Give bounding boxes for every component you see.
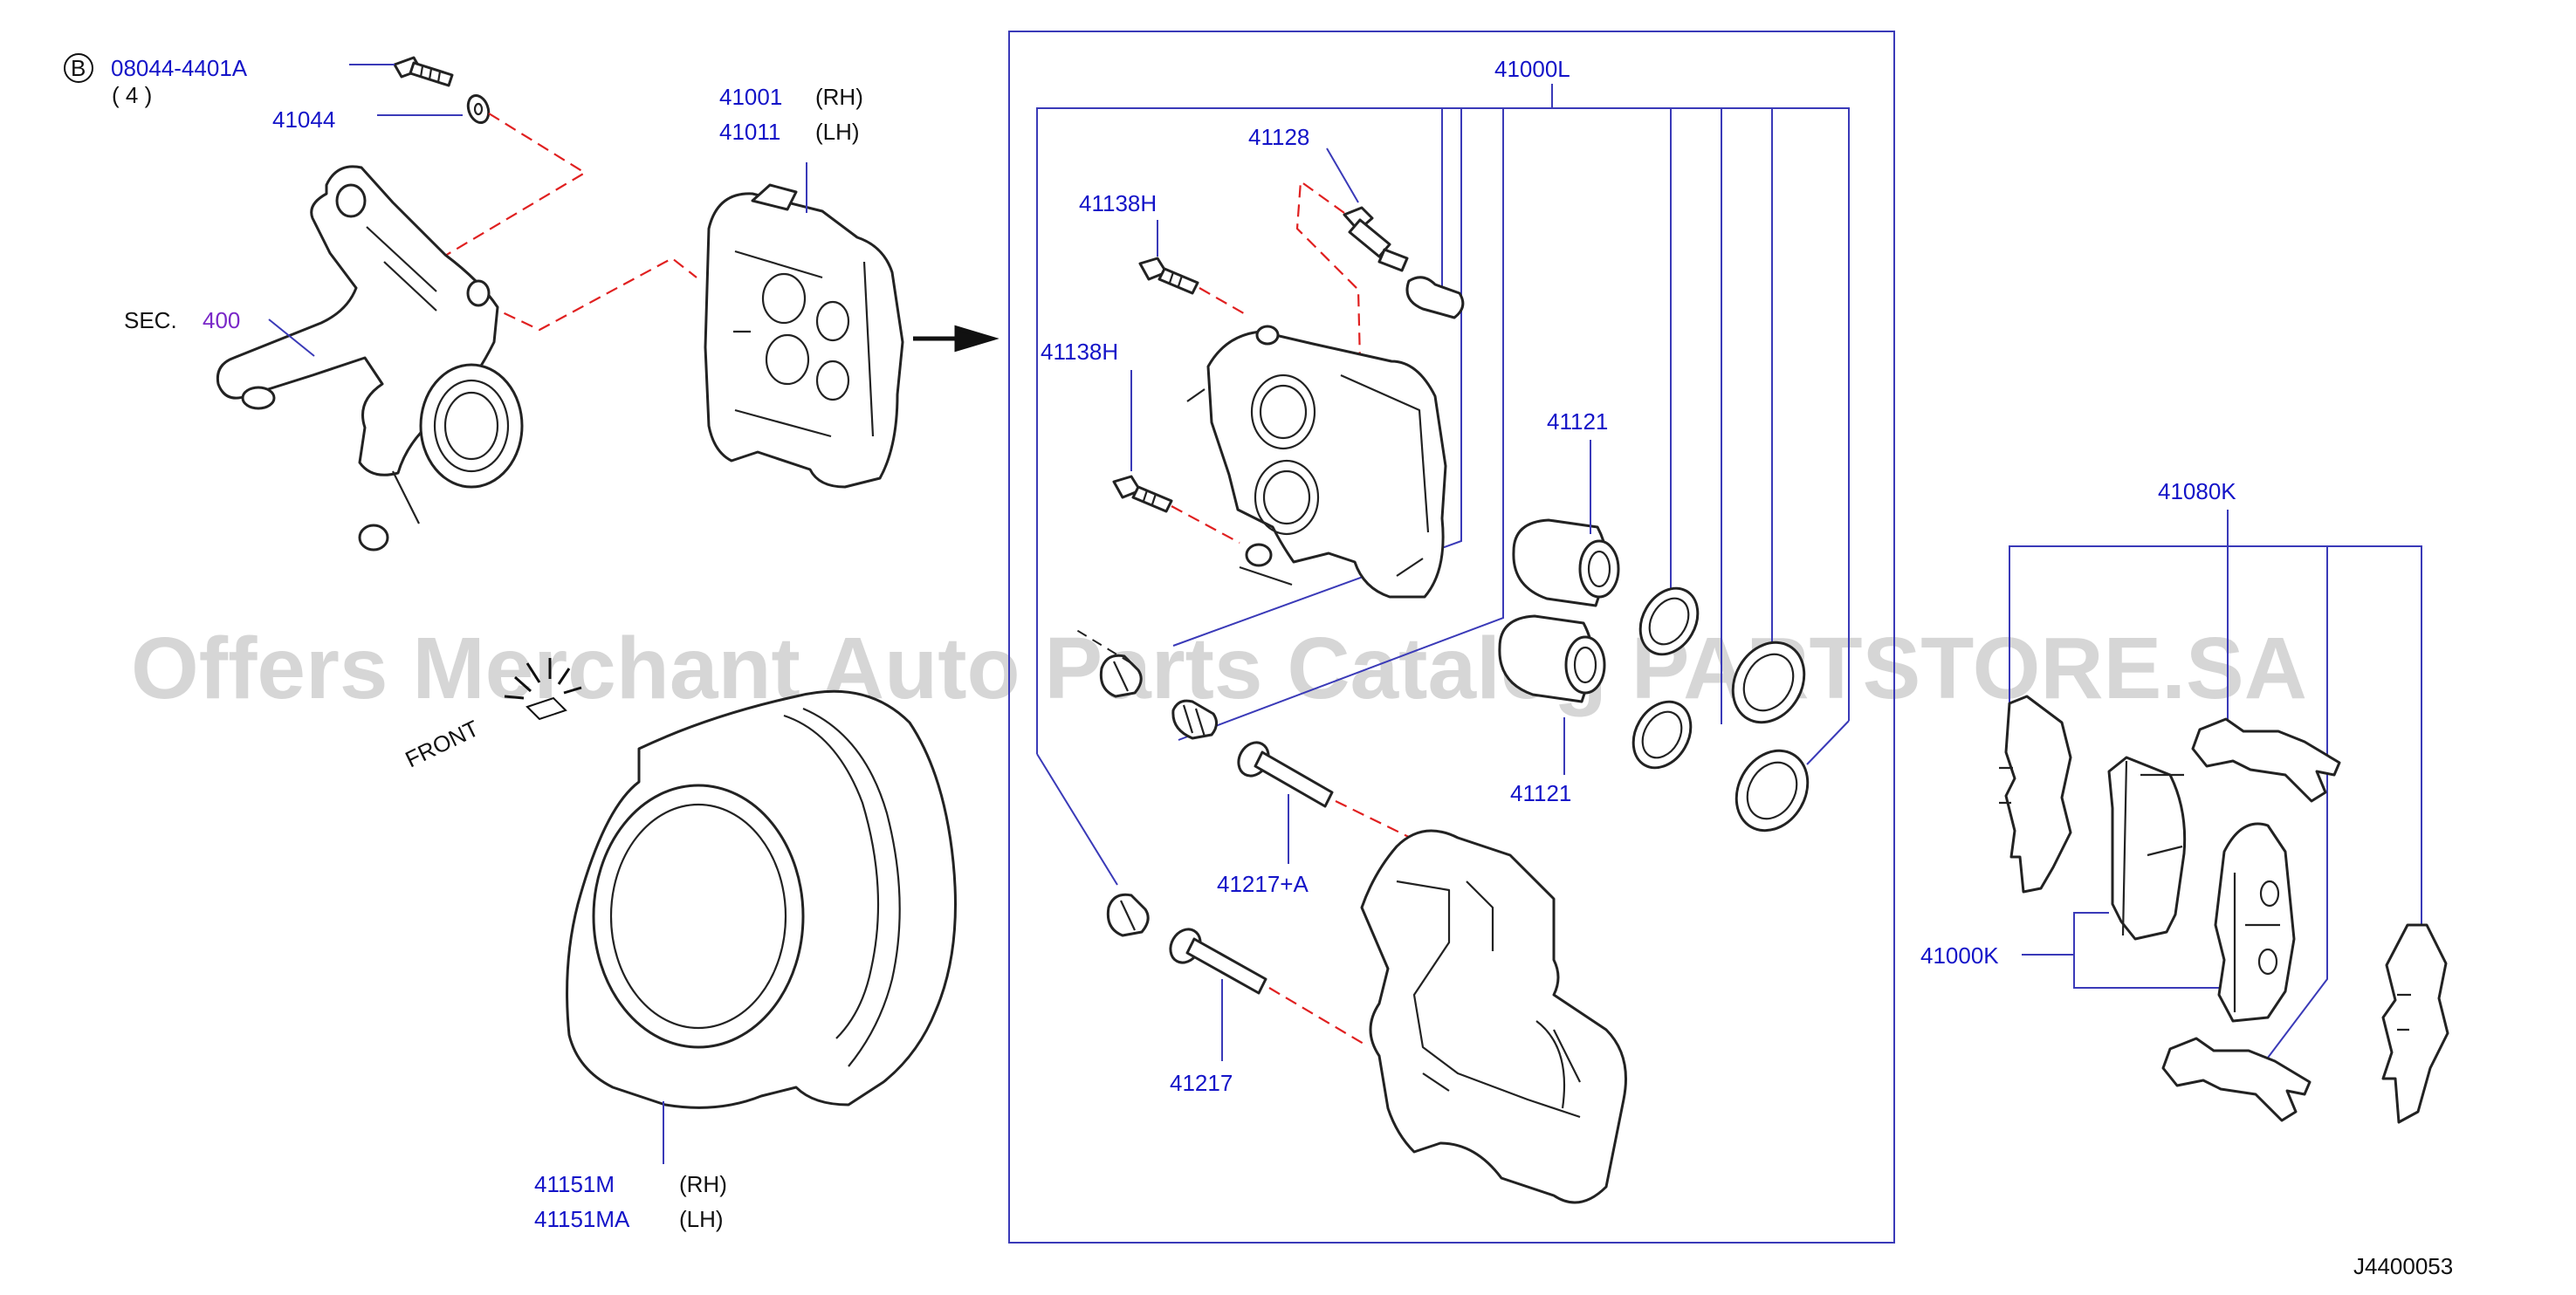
pin-boot-lower[interactable]: [1106, 893, 1150, 937]
piston-seal-lower[interactable]: [1622, 691, 1702, 778]
label-41128[interactable]: 41128: [1248, 124, 1309, 150]
pad-clip-lower[interactable]: [2161, 1037, 2312, 1122]
label-41151ma-side: (LH): [679, 1206, 724, 1232]
caliper-body[interactable]: [1186, 325, 1447, 599]
label-41151ma[interactable]: 41151MA: [534, 1206, 630, 1232]
pad-clip-upper[interactable]: [2191, 717, 2341, 803]
piston-boot-upper[interactable]: [1719, 629, 1818, 735]
diagram-code: J4400053: [2353, 1253, 2453, 1279]
brake-pad-outer[interactable]: [2214, 822, 2296, 1023]
pin-boot-upper[interactable]: [1099, 654, 1143, 698]
pad-kit-leader: [2022, 912, 2226, 989]
label-41217a[interactable]: 41217+A: [1217, 871, 1309, 897]
hardware-kit-leader: [2009, 510, 2422, 1059]
exploded-view-frame: [1008, 31, 1895, 1244]
label-sec: SEC.: [124, 307, 177, 333]
label-41011[interactable]: 41011: [719, 119, 780, 145]
torque-badge-icon: [64, 53, 93, 83]
label-41151m[interactable]: 41151M: [534, 1171, 615, 1197]
label-41138h-upper[interactable]: 41138H: [1079, 190, 1157, 216]
label-41000l[interactable]: 41000L: [1494, 56, 1570, 82]
piston-seal-upper[interactable]: [1629, 578, 1709, 664]
bleeder-cap[interactable]: [1405, 276, 1465, 319]
bleeder-screw-41128[interactable]: [1343, 206, 1409, 272]
label-41121-lower[interactable]: 41121: [1510, 780, 1571, 806]
pad-shim-inner[interactable]: [1999, 695, 2072, 894]
caliper-bolt-lower[interactable]: [1112, 475, 1173, 513]
caliper-assembly-41001[interactable]: [704, 183, 904, 489]
pin-bushing[interactable]: [1171, 699, 1218, 740]
piston-boot-lower[interactable]: [1722, 737, 1822, 843]
label-bolt-qty: ( 4 ): [112, 82, 152, 108]
piston-lower[interactable]: [1498, 614, 1606, 703]
pad-shim-outer[interactable]: [2381, 923, 2449, 1124]
label-08044-4401a[interactable]: 08044-4401A: [111, 55, 248, 81]
label-41044[interactable]: 41044: [272, 106, 335, 133]
caliper-bracket[interactable]: [1360, 829, 1627, 1204]
piston-upper[interactable]: [1512, 518, 1620, 607]
label-41217[interactable]: 41217: [1170, 1070, 1233, 1096]
steering-knuckle[interactable]: [216, 165, 524, 552]
bolt-08044-4401a[interactable]: [393, 56, 454, 87]
label-41011-side: (LH): [815, 119, 860, 145]
label-41001-side: (RH): [815, 84, 863, 110]
label-41121-upper[interactable]: 41121: [1547, 408, 1608, 435]
label-41080k[interactable]: 41080K: [2158, 478, 2236, 504]
arrow-right-icon: [913, 325, 999, 353]
label-sec-400[interactable]: 400: [203, 307, 240, 333]
backing-plate[interactable]: [566, 689, 957, 1109]
label-41151m-side: (RH): [679, 1171, 727, 1197]
label-41000k[interactable]: 41000K: [1920, 942, 1999, 969]
watermark: Offers Merchant Auto Parts Catalog PARTS…: [131, 620, 2307, 717]
washer-41044[interactable]: [464, 92, 492, 126]
label-41138h-lower[interactable]: 41138H: [1041, 339, 1118, 365]
brake-pad-inner[interactable]: [2107, 756, 2187, 941]
badge-letter: B: [71, 55, 86, 81]
guide-pin-41217[interactable]: [1164, 924, 1267, 995]
guide-pin-41217-a[interactable]: [1233, 737, 1334, 808]
front-indicator: [504, 658, 582, 721]
assembly-leader-bracket: [1036, 84, 1850, 886]
caliper-bolt-upper[interactable]: [1138, 257, 1199, 295]
label-front: FRONT: [401, 715, 483, 772]
label-41001[interactable]: 41001: [719, 84, 782, 110]
